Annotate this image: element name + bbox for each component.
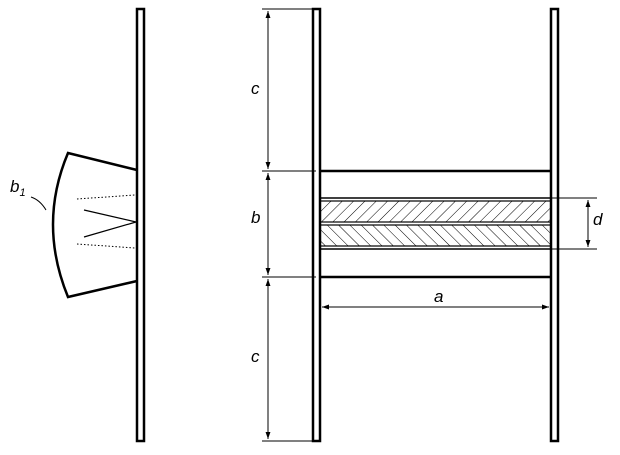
side-view-hidden-lines	[76, 194, 136, 249]
wire-layer-upper-hatched	[319, 200, 552, 223]
dimension-label-b: b	[251, 208, 260, 227]
left-flange	[311, 7, 322, 443]
side-view-flange	[135, 7, 146, 443]
dimension-label-d: d	[593, 210, 603, 229]
front-view: c b c d a	[251, 7, 603, 443]
b1-label: b1	[10, 177, 26, 199]
dimension-label-a: a	[434, 287, 443, 306]
side-view-v-lines	[83, 209, 137, 238]
b1-leader-line	[30, 196, 47, 211]
extension-lines	[262, 8, 597, 442]
side-view: b1	[10, 7, 146, 443]
dimension-label-c-bottom: c	[251, 347, 260, 366]
side-view-winding-profile	[51, 151, 138, 299]
right-flange	[549, 7, 560, 443]
wire-layer-lower-hatched	[319, 224, 552, 247]
barrel	[320, 169, 551, 279]
dimension-label-c-top: c	[251, 79, 260, 98]
